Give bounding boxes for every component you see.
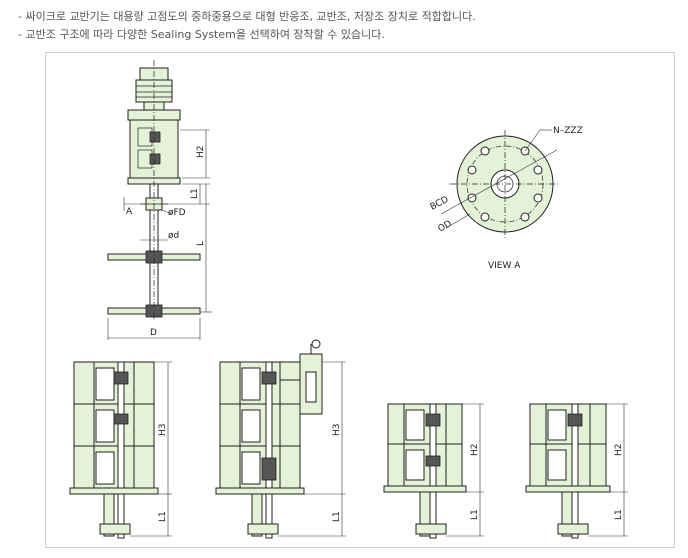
tank3-label-l1: L1 bbox=[470, 509, 480, 520]
tank1-label-l1: L1 bbox=[158, 511, 168, 522]
tank-4: H2 L1 bbox=[525, 403, 628, 539]
tank-1: H3 L1 bbox=[69, 361, 172, 539]
view-a-flange: N–ZZZ BCD OD VIEW A bbox=[429, 126, 583, 271]
note-line-2: - 교반조 구조에 따라 다양한 Sealing System을 선택하여 장착… bbox=[18, 28, 385, 41]
main-agitator-dimensions: H2 L1 L A øFD ød D bbox=[107, 129, 212, 340]
label-fd: øFD bbox=[168, 208, 186, 218]
tank-3: H2 L1 bbox=[383, 403, 484, 539]
note-line-1: - 싸이크로 교반기는 대용량 고점도의 중하중용으로 대형 반응조, 교반조,… bbox=[18, 10, 476, 23]
tank4-label-l1: L1 bbox=[614, 509, 624, 520]
label-nz: N–ZZZ bbox=[553, 126, 583, 136]
tank2-label-h3: H3 bbox=[332, 424, 342, 437]
tank-2: H3 L1 bbox=[215, 339, 346, 539]
label-d-small: ød bbox=[168, 231, 179, 241]
notes: - 싸이크로 교반기는 대용량 고점도의 중하중용으로 대형 반응조, 교반조,… bbox=[18, 8, 476, 44]
tank4-label-h2: H2 bbox=[614, 444, 624, 457]
label-l1: L1 bbox=[190, 188, 200, 199]
label-l: L bbox=[196, 241, 206, 246]
label-bcd: BCD bbox=[429, 195, 451, 213]
label-a: A bbox=[126, 207, 133, 217]
label-view-a: VIEW A bbox=[488, 261, 521, 271]
label-od: OD bbox=[437, 219, 454, 235]
tank2-label-l1: L1 bbox=[332, 511, 342, 522]
label-d: D bbox=[150, 328, 157, 338]
label-h2: H2 bbox=[196, 146, 206, 159]
tank1-label-h3: H3 bbox=[158, 424, 168, 437]
tank3-label-h2: H2 bbox=[470, 444, 480, 457]
main-agitator bbox=[107, 60, 201, 320]
